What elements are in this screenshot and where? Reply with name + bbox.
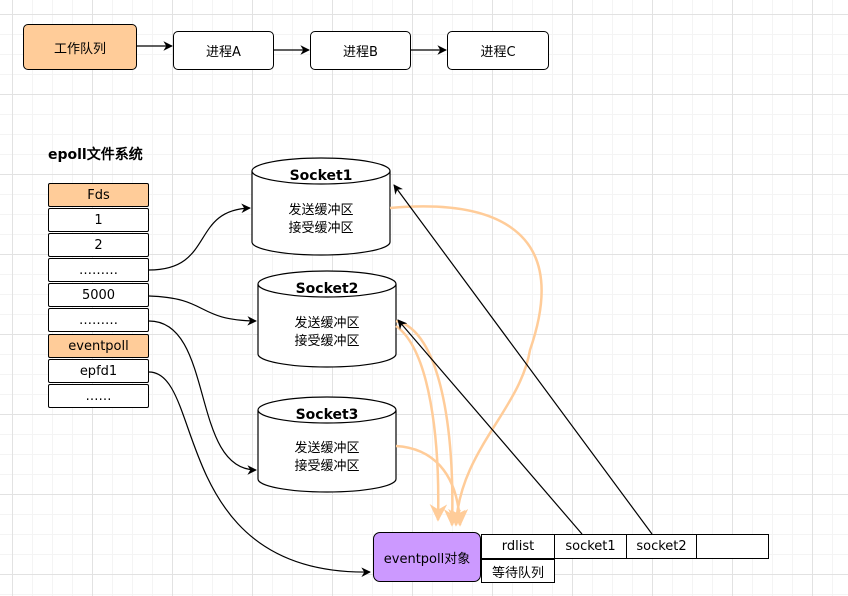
fd-cell: 2 bbox=[48, 233, 149, 257]
process-a-box: 进程A bbox=[173, 31, 274, 70]
fd-cell-label: 1 bbox=[94, 212, 103, 228]
work-queue-box: 工作队列 bbox=[23, 24, 137, 70]
socket3-title: Socket3 bbox=[295, 407, 359, 423]
arrow-fd-to-socket3 bbox=[148, 320, 257, 475]
fd-cell: …… bbox=[48, 384, 149, 408]
arrow-5000-to-socket2 bbox=[148, 295, 257, 326]
eventpoll-object-box: eventpoll对象 bbox=[373, 532, 481, 582]
rdlist-item-socket1: socket1 bbox=[554, 534, 627, 559]
wait-queue-cell: 等待队列 bbox=[481, 559, 555, 583]
socket3-send-buffer: 发送缓冲区 bbox=[294, 441, 360, 456]
arrow-socket2-ref bbox=[397, 319, 583, 535]
process-c-label: 进程C bbox=[480, 45, 516, 60]
orange-arrow-socket1 bbox=[389, 205, 543, 527]
eventpoll-header-cell: eventpoll bbox=[48, 334, 149, 358]
orange-arrow-socket2b bbox=[395, 324, 448, 522]
fd-cell-label: epfd1 bbox=[79, 363, 118, 379]
socket2-send-buffer: 发送缓冲区 bbox=[294, 316, 360, 331]
fd-cell: ……… bbox=[48, 258, 149, 282]
arrow-epfd1-to-eventpoll bbox=[148, 371, 371, 577]
fd-cell-label: …… bbox=[85, 388, 112, 404]
rdlist-item-label: socket2 bbox=[636, 539, 687, 554]
socket3-recv-buffer: 接受缓冲区 bbox=[294, 459, 360, 474]
rdlist-item-label: socket1 bbox=[565, 539, 616, 554]
socket2-cylinder bbox=[257, 270, 397, 368]
fds-header-label: Fds bbox=[87, 187, 110, 203]
process-b-label: 进程B bbox=[343, 45, 378, 60]
socket2-title: Socket2 bbox=[295, 281, 359, 297]
fd-cell-label: ……… bbox=[79, 262, 118, 278]
socket3-cylinder bbox=[257, 396, 397, 493]
orange-arrow-socket2 bbox=[395, 319, 462, 527]
arrow-fd-to-socket1 bbox=[148, 203, 251, 271]
socket1-title: Socket1 bbox=[289, 168, 353, 184]
socket1-send-buffer: 发送缓冲区 bbox=[288, 203, 354, 218]
work-queue-label: 工作队列 bbox=[53, 41, 106, 57]
fd-cell: 5000 bbox=[48, 283, 149, 307]
eventpoll-header-label: eventpoll bbox=[68, 338, 129, 354]
fd-cell-label: ……… bbox=[79, 312, 118, 328]
fds-header-cell: Fds bbox=[48, 183, 149, 207]
wait-queue-label: 等待队列 bbox=[491, 565, 544, 581]
eventpoll-object-label: eventpoll对象 bbox=[383, 551, 471, 567]
fd-cell: epfd1 bbox=[48, 359, 149, 383]
rdlist-label: rdlist bbox=[501, 539, 535, 554]
fd-cell-label: 5000 bbox=[81, 287, 116, 303]
process-c-box: 进程C bbox=[447, 31, 549, 70]
process-a-label: 进程A bbox=[206, 45, 241, 60]
process-b-box: 进程B bbox=[310, 31, 411, 70]
epoll-fs-title: epoll文件系统 bbox=[48, 147, 143, 163]
rdlist-item-empty bbox=[696, 534, 769, 559]
orange-arrow-socket3 bbox=[395, 444, 469, 527]
rdlist-cell: rdlist bbox=[481, 534, 555, 559]
fd-cell: ……… bbox=[48, 308, 149, 332]
socket1-recv-buffer: 接受缓冲区 bbox=[288, 221, 354, 236]
fd-cell: 1 bbox=[48, 208, 149, 232]
rdlist-item-socket2: socket2 bbox=[626, 534, 697, 559]
socket1-cylinder bbox=[251, 157, 391, 256]
fd-cell-label: 2 bbox=[94, 237, 103, 253]
socket2-recv-buffer: 接受缓冲区 bbox=[294, 334, 360, 349]
arrow-socket1-ref bbox=[393, 184, 653, 535]
